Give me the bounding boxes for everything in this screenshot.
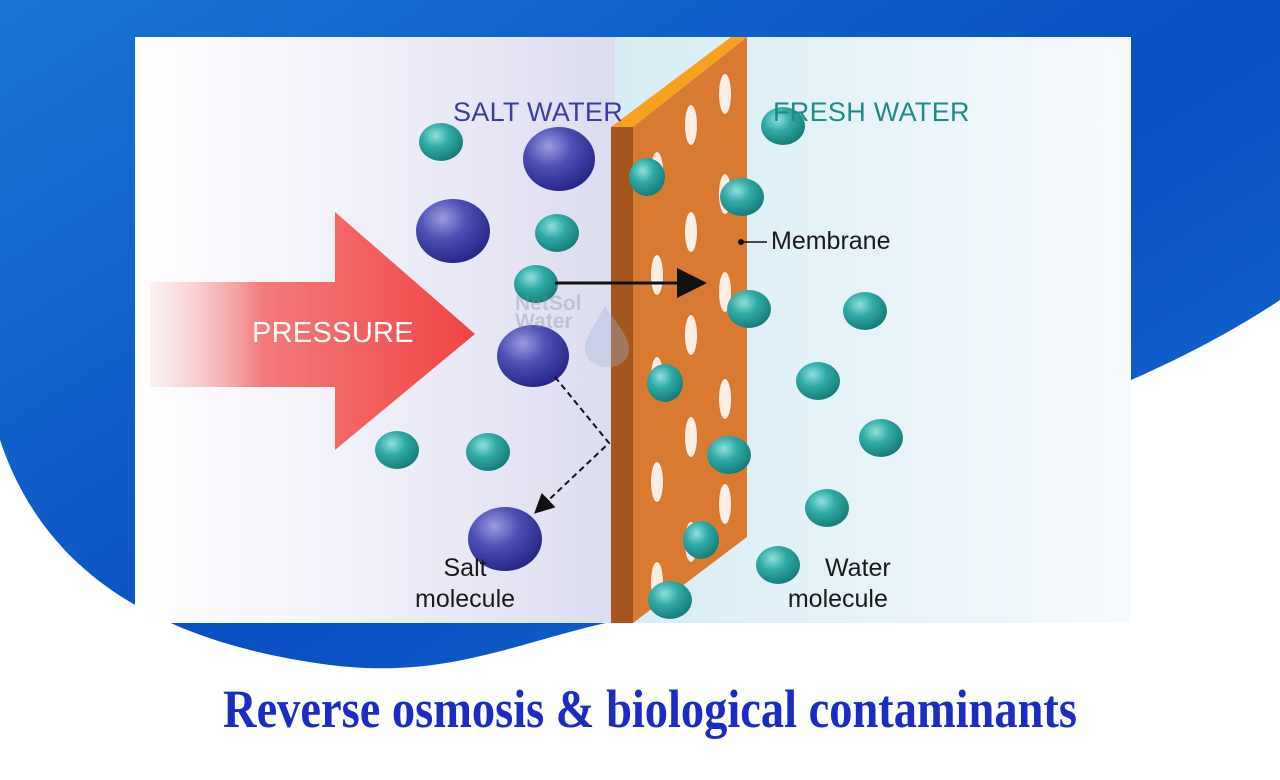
salt-molecule bbox=[497, 325, 569, 387]
water-molecules bbox=[375, 107, 903, 619]
reverse-osmosis-diagram bbox=[135, 37, 1131, 623]
water-molecule bbox=[466, 433, 510, 471]
salt-molecules bbox=[416, 127, 595, 571]
water-molecule bbox=[727, 290, 771, 328]
watermark: NetSol Water bbox=[515, 292, 582, 333]
water-molecule bbox=[756, 546, 800, 584]
water-molecule bbox=[720, 178, 764, 216]
water-molecule-label-line1: Water bbox=[825, 554, 891, 582]
fresh-water-label: FRESH WATER bbox=[773, 97, 970, 127]
water-molecule bbox=[419, 123, 463, 161]
membrane-side bbox=[611, 127, 633, 623]
water-molecule bbox=[796, 362, 840, 400]
water-molecule bbox=[805, 489, 849, 527]
background-white-wave bbox=[0, 300, 1280, 780]
water-molecule bbox=[707, 436, 751, 474]
watermark-drop-icon bbox=[585, 305, 629, 367]
salt-molecule-label-line1: Salt bbox=[443, 554, 487, 582]
water-molecule bbox=[375, 431, 419, 469]
water-molecule-label-line2: molecule bbox=[787, 585, 888, 613]
salt-molecule bbox=[523, 127, 595, 191]
caption-title: Reverse osmosis & biological contaminant… bbox=[223, 679, 1077, 739]
water-molecule bbox=[843, 292, 887, 330]
water-molecule bbox=[859, 419, 903, 457]
pressure-label: PRESSURE bbox=[252, 317, 414, 349]
diagram-panel: SALT WATER FRESH WATER Membrane Salt mol… bbox=[135, 37, 1131, 623]
salt-water-label: SALT WATER bbox=[453, 97, 624, 127]
salt-molecule-label: Salt molecule bbox=[415, 553, 515, 615]
membrane bbox=[611, 37, 747, 623]
membrane-top bbox=[611, 37, 747, 127]
salt-molecule bbox=[416, 199, 490, 263]
salt-molecule bbox=[468, 507, 542, 571]
water-molecule bbox=[647, 364, 683, 402]
salt-molecule-label-line2: molecule bbox=[415, 585, 516, 613]
watermark-line1: NetSol bbox=[515, 292, 582, 315]
water-molecule bbox=[514, 265, 558, 303]
water-molecule bbox=[761, 107, 805, 145]
watermark-line2: Water bbox=[515, 310, 573, 333]
membrane-label: Membrane bbox=[771, 227, 891, 255]
pressure-arrow bbox=[150, 212, 475, 450]
water-molecule bbox=[683, 521, 719, 559]
salt-rejection-arrow bbox=[534, 376, 611, 514]
water-molecule-label: Water molecule bbox=[785, 553, 891, 615]
water-molecule bbox=[629, 158, 665, 196]
water-molecule bbox=[535, 214, 579, 252]
water-molecule bbox=[648, 581, 692, 619]
